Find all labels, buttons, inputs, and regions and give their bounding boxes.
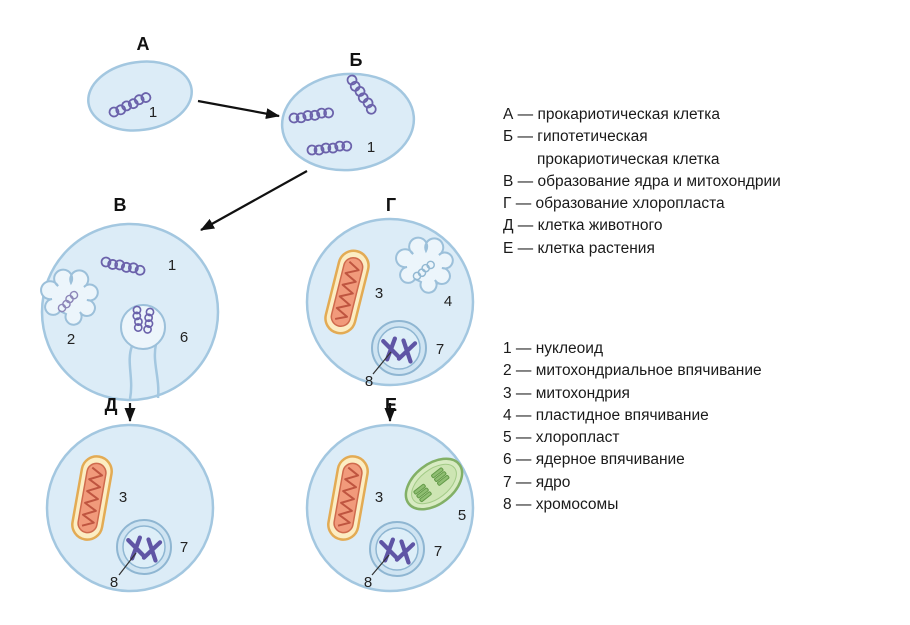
legend-letter-row: Г — образование хлоропласта (503, 195, 725, 213)
cell-letter-e: Е (385, 395, 397, 415)
marker-chloroplast: 5 (458, 507, 466, 524)
cell-letter-a: А (137, 34, 150, 54)
arrow-b-to-v (200, 170, 308, 231)
cell-v-nucleus-mito-formation: 1 2 6 В (40, 195, 220, 402)
cell-letter-d: Д (105, 395, 118, 415)
marker-mitochondrion: 3 (375, 285, 383, 302)
cell-b-hypothetical-prokaryote: 1 Б (280, 50, 416, 172)
legend-number-row: 7 — ядро (503, 473, 571, 491)
cell-a-prokaryote: 1 А (87, 34, 193, 132)
nuclear-invagination (120, 304, 166, 400)
legend-letter-row: Е — клетка растения (503, 239, 655, 257)
legend-number-row: 5 — хлоропласт (503, 429, 620, 447)
legend-letter-row: В — образование ядра и митохондрии (503, 172, 781, 190)
marker-plastid-invagination: 4 (444, 293, 452, 310)
legend-letter-row: Д — клетка животного (503, 217, 663, 235)
marker-chromosomes: 8 (110, 574, 118, 591)
legend-number-row: 3 — митохондрия (503, 384, 630, 402)
marker-nucleus: 7 (436, 341, 444, 358)
marker-nucleoid: 1 (367, 139, 375, 156)
marker-nucleus: 7 (180, 539, 188, 556)
marker-nucleoid: 1 (149, 104, 157, 121)
cell-g-chloroplast-formation: 3 4 7 8 Г (305, 195, 475, 390)
chromosome-pointer-line (371, 554, 390, 576)
legend-number-row: 6 — ядерное впячивание (503, 451, 685, 469)
invagination-neck (153, 343, 160, 399)
chromosome-pointer-line (372, 351, 392, 375)
legend-letter-row: А — прокариотическая клетка (503, 106, 720, 123)
nucleus (117, 520, 171, 574)
cell-letter-g: Г (386, 195, 396, 215)
legend-letter-row-continuation: прокариотическая клетка (537, 150, 720, 168)
marker-mitochondrion: 3 (375, 489, 383, 506)
marker-nucleus: 7 (434, 543, 442, 560)
legend-number-row: 8 — хромосомы (503, 496, 619, 514)
marker-nuclear-invagination: 6 (180, 329, 188, 346)
arrow-a-to-b (197, 99, 280, 120)
legend-letter-row: Б — гипотетическая (503, 128, 648, 146)
marker-mito-invagination: 2 (67, 331, 75, 348)
marker-chromosomes: 8 (365, 373, 373, 390)
cell-d-animal: 3 7 8 Д (45, 395, 215, 593)
proto-nucleus (120, 304, 166, 350)
marker-mitochondrion: 3 (119, 489, 127, 506)
cell-letter-b: Б (350, 50, 363, 70)
arrows (124, 99, 396, 422)
legend-letters: А — прокариотическая клетка Б — гипотети… (503, 104, 781, 260)
cell-letter-v: В (114, 195, 127, 215)
chromosome-pointer-line (118, 552, 137, 576)
legend-number-row: 1 — нуклеоид (503, 340, 603, 357)
nucleus (372, 321, 426, 375)
marker-nucleoid: 1 (168, 257, 176, 274)
legend-number-row: 4 — пластидное впячивание (503, 406, 709, 424)
invagination-neck (128, 345, 134, 400)
cell-e-plant: 3 5 7 8 Е (305, 395, 475, 593)
legend-number-row: 2 — митохондриальное впячивание (503, 362, 762, 380)
legend-numbers: 1 — нуклеоид 2 — митохондриальное впячив… (503, 338, 762, 516)
marker-chromosomes: 8 (364, 574, 372, 591)
